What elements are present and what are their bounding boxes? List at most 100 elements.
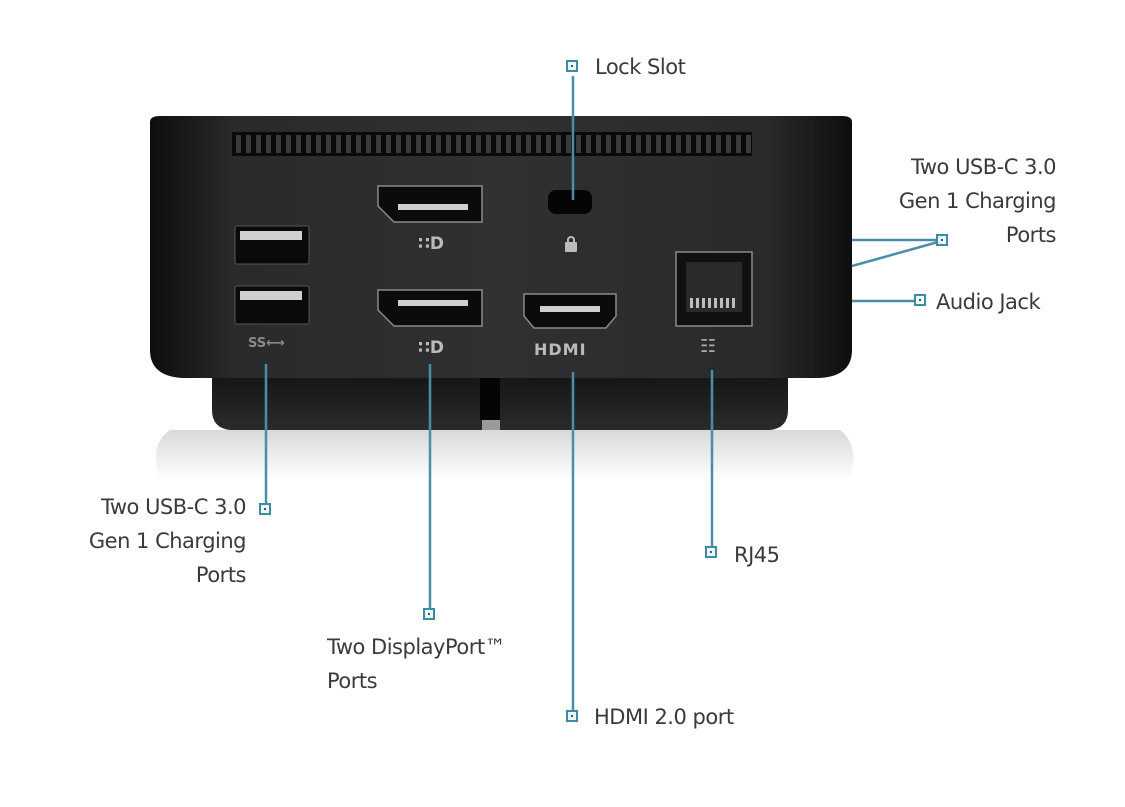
vent-slot <box>236 135 241 153</box>
vent-slot <box>476 135 481 153</box>
vent-slot <box>366 135 371 153</box>
usb-left-label-line-1: Two USB-C 3.0 <box>101 495 246 519</box>
vent-slot <box>256 135 261 153</box>
vent-slot <box>536 135 541 153</box>
vent-slot <box>626 135 631 153</box>
ethernet-icon: ☷ <box>700 336 717 357</box>
vent-slot <box>636 135 641 153</box>
vent-slot <box>266 135 271 153</box>
vent-slot <box>486 135 491 153</box>
hdmi-logo-icon: HDMI <box>534 340 587 359</box>
rj45-pin <box>714 298 717 308</box>
vent-slot <box>646 135 651 153</box>
vent-slot <box>316 135 321 153</box>
displayport-top-icon: ∷D <box>418 234 444 254</box>
usb-left-label: Two USB-C 3.0 Gen 1 Charging Ports <box>60 490 247 592</box>
vent-slot <box>466 135 471 153</box>
rj45-pin <box>690 298 693 308</box>
vent-slot <box>726 135 731 153</box>
vent-slot <box>276 135 281 153</box>
vent-slot <box>736 135 741 153</box>
rj45-pin <box>720 298 723 308</box>
displayport-label-line-2: Ports <box>327 669 378 693</box>
vent-slot <box>526 135 531 153</box>
vent-slot <box>436 135 441 153</box>
vent-slot <box>506 135 511 153</box>
vent-slot <box>496 135 501 153</box>
usb-c-right-line-2 <box>851 240 939 268</box>
rj45-pin <box>732 298 735 308</box>
vent-slot <box>446 135 451 153</box>
vent-slot <box>546 135 551 153</box>
vent-slot <box>586 135 591 153</box>
usb-left-label-line-2: Gen 1 Charging <box>88 529 247 553</box>
vent-slot <box>676 135 681 153</box>
vent-slot <box>426 135 431 153</box>
vent-slot <box>336 135 341 153</box>
vent-slot <box>346 135 351 153</box>
vent-slot <box>566 135 571 153</box>
rj45-label: RJ45 <box>734 543 780 567</box>
vent-slot <box>456 135 461 153</box>
rj45-pin <box>702 298 705 308</box>
vent-slot <box>596 135 601 153</box>
vent-slot <box>246 135 251 153</box>
displayport-bottom-icon: ∷D <box>418 338 444 358</box>
usb-superspeed-icon: SS⟷ <box>248 336 285 351</box>
vent-slot <box>716 135 721 153</box>
vent-slot <box>356 135 361 153</box>
vent-slot <box>406 135 411 153</box>
audio-jack-marker <box>914 294 926 306</box>
vent-slot <box>386 135 391 153</box>
vent-slot <box>396 135 401 153</box>
vent-slot <box>376 135 381 153</box>
usb-left-label-line-3: Ports <box>195 563 247 587</box>
vent-slot <box>686 135 691 153</box>
usb-c-right-label-line-2: Gen 1 Charging <box>898 189 1057 213</box>
usb-c-right-label-line-1: Two USB-C 3.0 <box>911 155 1056 179</box>
vent-slot <box>416 135 421 153</box>
vent-slot <box>606 135 611 153</box>
vent-slot <box>746 135 751 153</box>
lock-slot-label: Lock Slot <box>595 55 686 79</box>
vent-slot <box>296 135 301 153</box>
usb-port-top <box>234 225 310 265</box>
usb-left-marker <box>259 503 271 515</box>
vent-slot <box>706 135 711 153</box>
rj45-pin <box>708 298 711 308</box>
usb-c-right-label: Two USB-C 3.0 Gen 1 Charging Ports <box>880 150 1057 252</box>
callout-lines <box>264 76 939 712</box>
vent-slot <box>286 135 291 153</box>
usb-c-right-marker <box>936 234 948 246</box>
device-reflection <box>155 430 854 480</box>
vent-slot <box>656 135 661 153</box>
vent-slot <box>616 135 621 153</box>
displayport-label-line-1: Two DisplayPort™ <box>327 635 506 659</box>
vent-slot <box>516 135 521 153</box>
vent-slot <box>306 135 311 153</box>
displayport-marker <box>423 608 435 620</box>
hdmi-label: HDMI 2.0 port <box>594 705 734 729</box>
usb-c-right-label-line-3: Ports <box>1005 223 1057 247</box>
rj45-pin <box>726 298 729 308</box>
vent-slot <box>666 135 671 153</box>
cable-notch <box>480 372 500 420</box>
displayport-bottom <box>377 289 483 327</box>
lock-icon <box>565 236 577 252</box>
displayport-label: Two DisplayPort™ Ports <box>327 630 506 698</box>
rj45-marker <box>705 546 717 558</box>
lock-slot-marker <box>566 60 578 72</box>
vent-grille <box>232 132 752 156</box>
vent-slot <box>576 135 581 153</box>
audio-jack-label: Audio Jack <box>936 290 1041 314</box>
displayport-top <box>377 185 483 223</box>
vent-slot <box>696 135 701 153</box>
rj45-port <box>675 251 753 327</box>
usb-port-bottom <box>234 285 310 325</box>
hdmi-port <box>523 293 617 329</box>
hdmi-marker <box>566 710 578 722</box>
vent-slot <box>326 135 331 153</box>
rj45-pin <box>696 298 699 308</box>
lock-slot <box>548 190 592 214</box>
